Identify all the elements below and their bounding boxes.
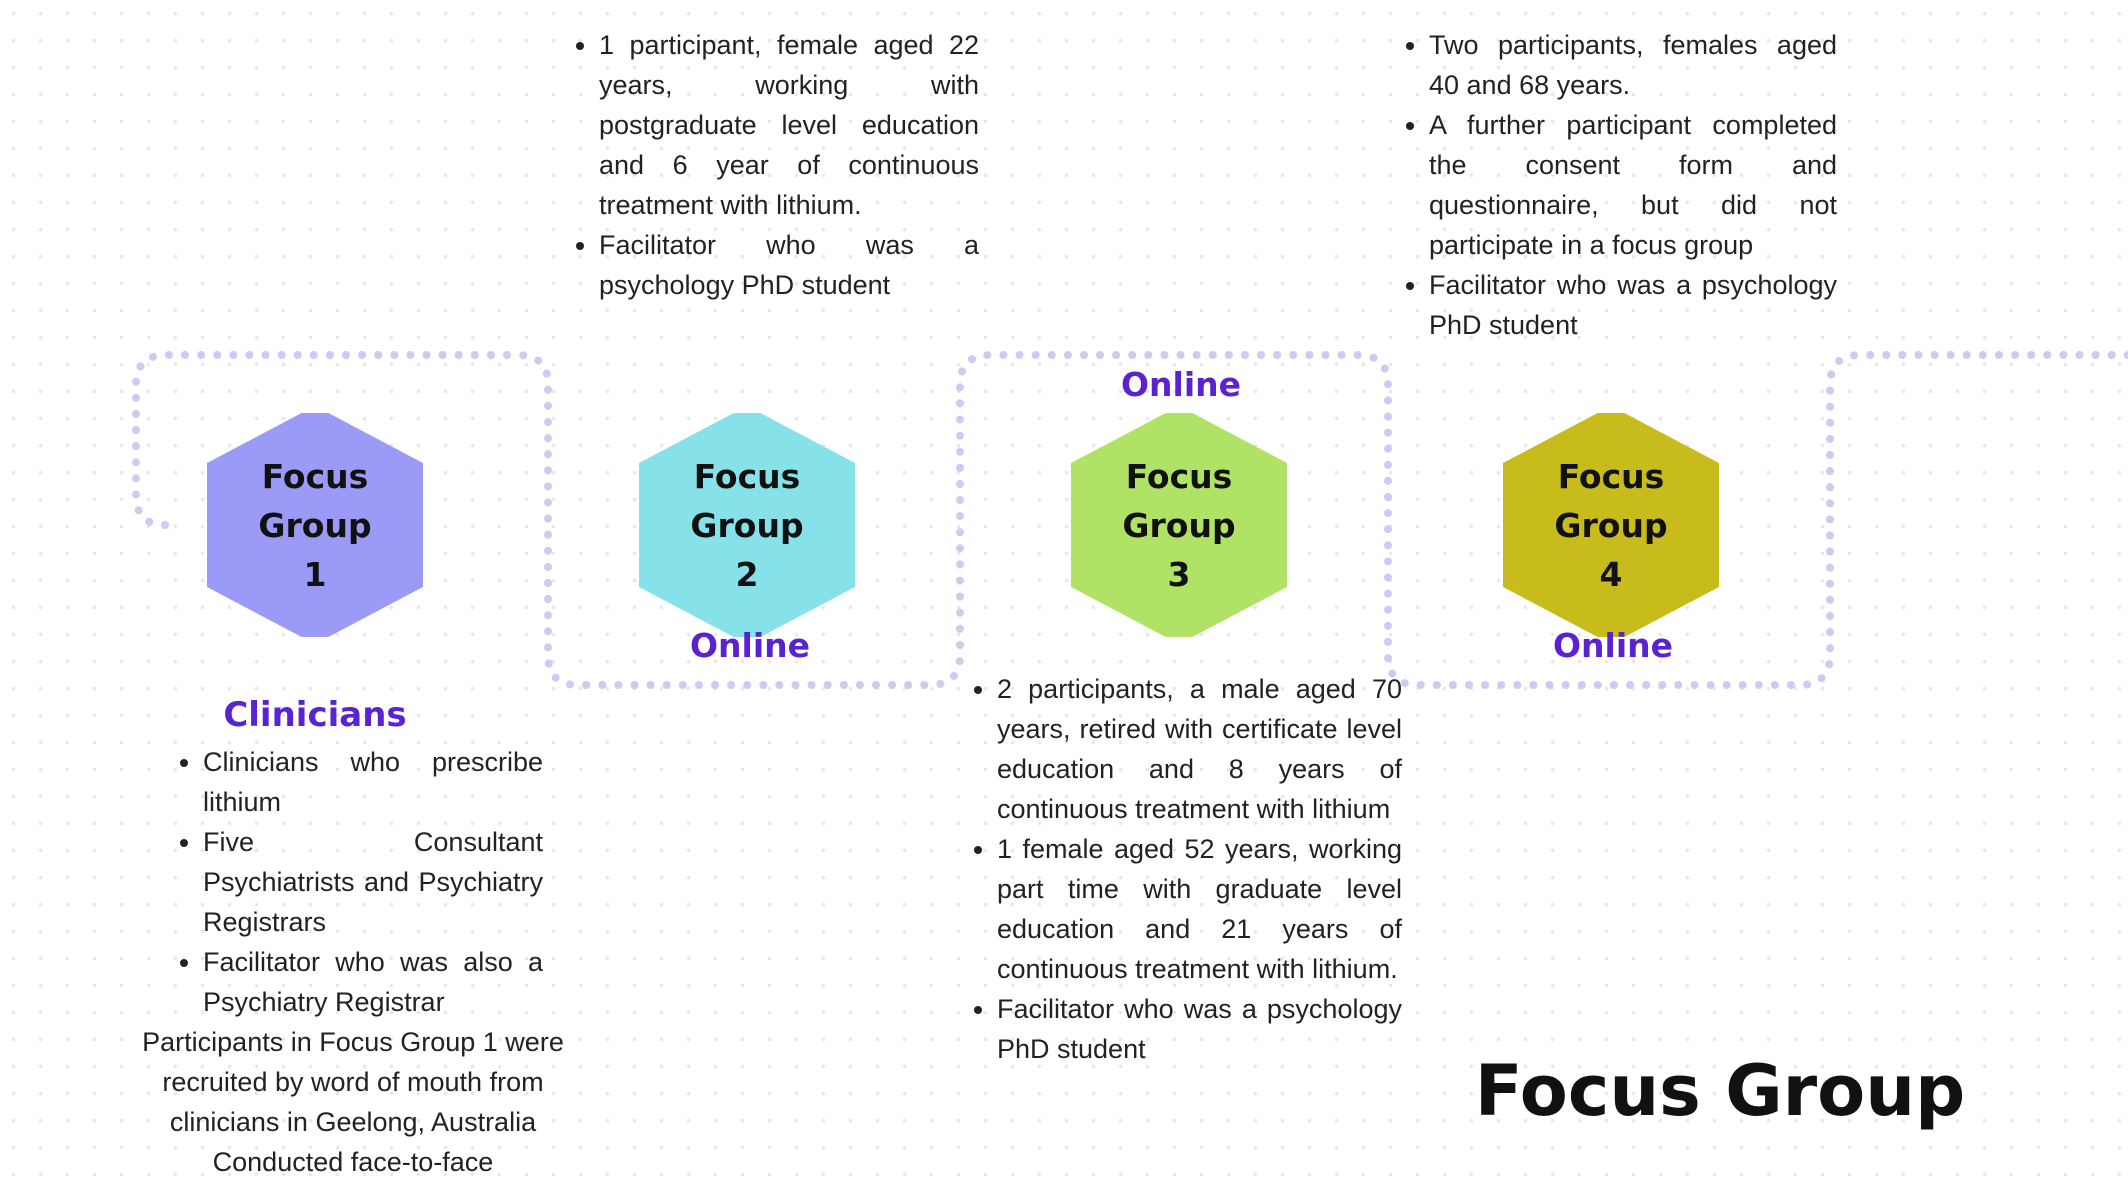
list-item: Facilitator who was a psychology PhD stu… [997, 989, 1402, 1069]
focus-group-3-bullets: 2 participants, a male aged 70 years, re… [970, 669, 1402, 1069]
label-line: 3 [1167, 554, 1191, 594]
label-line: Focus [261, 456, 369, 496]
label-line: Focus [693, 456, 801, 496]
page-title: Focus Group [1474, 1050, 1966, 1132]
label-line: Group [1554, 505, 1668, 545]
conduct-note: Conducted face-to-face [212, 1147, 494, 1177]
list-item: 1 participant, female aged 22 years, wor… [599, 25, 979, 225]
focus-group-2-hexagon: Focus Group 2 [639, 413, 855, 637]
list-item: 1 female aged 52 years, working part tim… [997, 829, 1402, 989]
focus-group-1-label: Focus Group 1 [207, 413, 423, 637]
focus-group-4-label: Focus Group 4 [1503, 413, 1719, 637]
recruitment-note: Participants in Focus Group 1 were recru… [142, 1027, 564, 1137]
focus-group-4-online-label: Online [1552, 626, 1674, 665]
list-item: Two participants, females aged 40 and 68… [1429, 25, 1837, 105]
label-line: Group [258, 505, 372, 545]
list-item: 2 participants, a male aged 70 years, re… [997, 669, 1402, 829]
label-line: 1 [303, 554, 327, 594]
focus-group-1-bullets: Clinicians who prescribe lithium Five Co… [176, 742, 543, 1022]
list-item: Clinicians who prescribe lithium [203, 742, 543, 822]
list-item: Facilitator who was also a Psychiatry Re… [203, 942, 543, 1022]
label-line: Group [1122, 505, 1236, 545]
label-line: 2 [735, 554, 759, 594]
label-line: 4 [1599, 554, 1623, 594]
focus-group-2-online-label: Online [689, 626, 811, 665]
focus-group-2-bullets: 1 participant, female aged 22 years, wor… [572, 25, 979, 305]
clinicians-heading: Clinicians [223, 695, 407, 735]
list-item: A further participant completed the cons… [1429, 105, 1837, 265]
list-item: Five Consultant Psychiatrists and Psychi… [203, 822, 543, 942]
label-line: Focus [1557, 456, 1665, 496]
focus-group-3-hexagon: Focus Group 3 [1071, 413, 1287, 637]
list-item: Facilitator who was a psychology PhD stu… [599, 225, 979, 305]
focus-group-4-hexagon: Focus Group 4 [1503, 413, 1719, 637]
focus-group-1-hexagon: Focus Group 1 [207, 413, 423, 637]
label-line: Focus [1125, 456, 1233, 496]
list-item: Facilitator who was a psychology PhD stu… [1429, 265, 1837, 345]
focus-group-4-bullets: Two participants, females aged 40 and 68… [1402, 25, 1837, 345]
label-line: Group [690, 505, 804, 545]
focus-group-2-label: Focus Group 2 [639, 413, 855, 637]
focus-group-3-label: Focus Group 3 [1071, 413, 1287, 637]
focus-group-3-online-label: Online [1120, 365, 1242, 404]
